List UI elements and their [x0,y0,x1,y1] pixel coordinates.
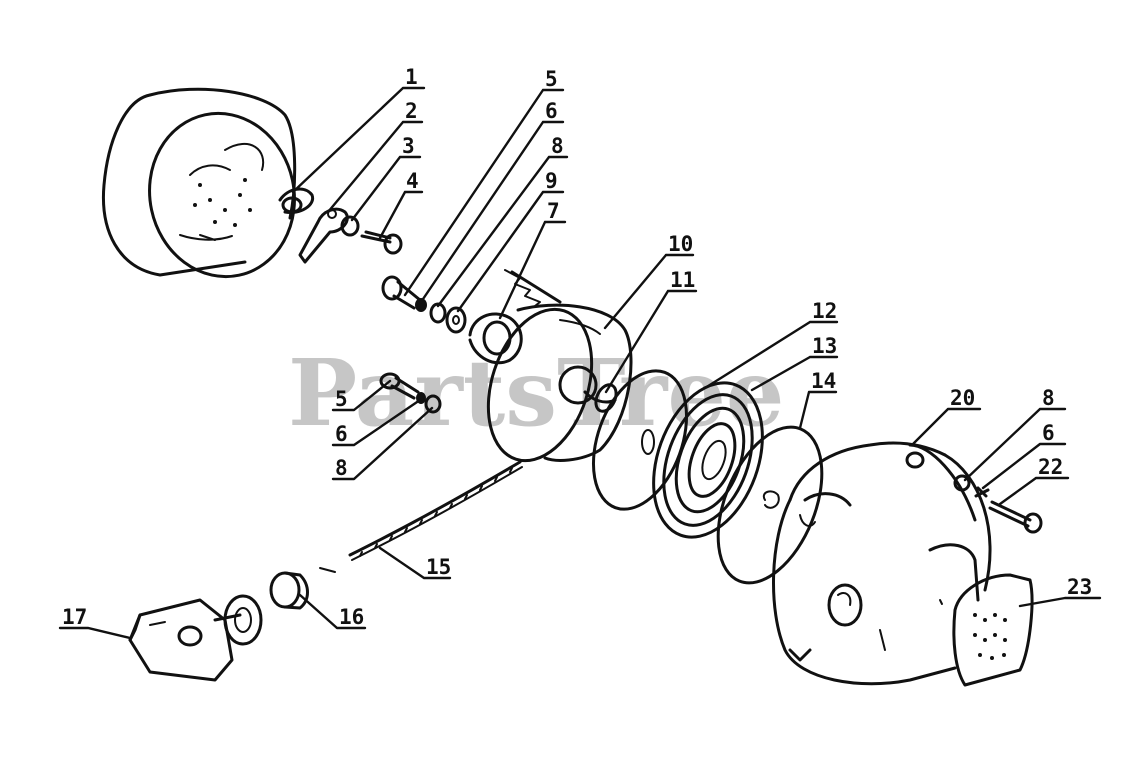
rope-guide[interactable] [269,571,309,610]
housing-screen[interactable] [952,573,1034,687]
callout-5-lower: 5 [335,387,348,411]
leader-lines [58,86,1102,640]
pawl-screw[interactable] [360,230,403,255]
housing-bolt[interactable] [953,474,1043,534]
callout-20: 20 [950,386,975,410]
callout-22: 22 [1038,455,1063,479]
callout-6-right: 6 [1042,421,1055,445]
starter-rope[interactable] [319,460,523,573]
callout-8: 8 [551,134,564,158]
callout-17: 17 [62,605,87,629]
callout-5: 5 [545,67,558,91]
pawl[interactable] [298,207,349,264]
callout-4: 4 [406,169,419,193]
callout-8-right: 8 [1042,386,1055,410]
lock-washer-upper[interactable] [415,298,427,312]
callout-6-lower: 6 [335,422,348,446]
watermark: PartsTree [288,339,784,447]
callout-labels: 1 2 3 4 5 6 8 9 7 10 11 12 13 14 5 6 8 2… [62,65,1092,629]
callout-9: 9 [545,169,558,193]
flywheel[interactable] [101,87,309,290]
callout-14: 14 [811,369,836,393]
callout-8-lower: 8 [335,456,348,480]
callout-2: 2 [405,99,418,123]
callout-11: 11 [670,268,695,292]
callout-12: 12 [812,299,837,323]
callout-23: 23 [1067,575,1092,599]
callout-3: 3 [402,134,415,158]
pawl-spring[interactable] [278,187,315,215]
callout-7: 7 [547,199,560,223]
callout-15: 15 [426,555,451,579]
callout-16: 16 [339,605,364,629]
starter-housing[interactable] [772,441,992,686]
starter-handle[interactable] [128,594,263,682]
callout-6: 6 [545,99,558,123]
washer[interactable] [340,215,360,237]
spring-cover-plate[interactable] [698,412,843,598]
callout-13: 13 [812,334,837,358]
washer-9[interactable] [445,306,467,334]
callout-10: 10 [668,232,693,256]
callout-1: 1 [405,65,418,89]
